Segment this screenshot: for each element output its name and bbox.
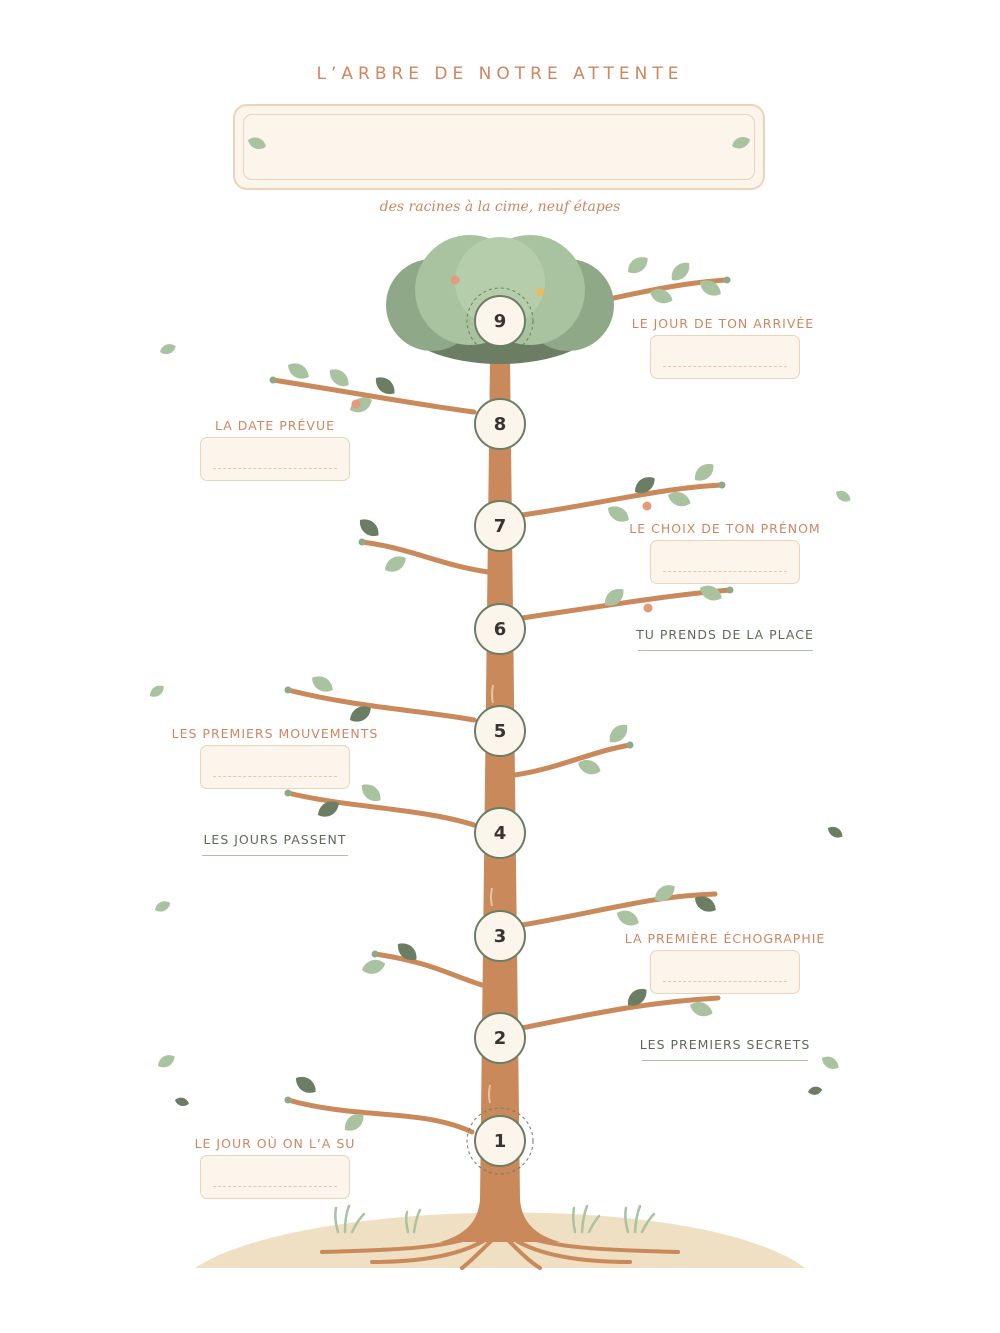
- field-dash: [213, 776, 337, 777]
- step-label-1: LE JOUR OÙ ON L’A SU: [194, 1136, 356, 1151]
- step-label-4: LES JOURS PASSENT: [203, 832, 347, 847]
- branches: [270, 277, 733, 1135]
- step-number-9: 9: [474, 295, 526, 347]
- step-label-6: TU PRENDS DE LA PLACE: [636, 627, 814, 642]
- step-line-2[interactable]: [642, 1060, 808, 1061]
- page-title: L’ARBRE DE NOTRE ATTENTE: [316, 64, 684, 84]
- step-label-3: LA PREMIÈRE ÉCHOGRAPHIE: [624, 931, 826, 946]
- name-banner-inner: [243, 114, 755, 180]
- step-number-2: 2: [474, 1012, 526, 1064]
- field-dash: [663, 366, 787, 367]
- step-field-9[interactable]: [650, 335, 800, 379]
- trunk: [440, 360, 560, 1242]
- field-dash: [663, 571, 787, 572]
- step-field-8[interactable]: [200, 437, 350, 481]
- step-label-8: LA DATE PRÉVUE: [215, 418, 335, 433]
- step-field-5[interactable]: [200, 745, 350, 789]
- halo-9: [466, 287, 534, 355]
- grass-icon: [334, 1204, 656, 1234]
- step-label-7: LE CHOIX DE TON PRÉNOM: [629, 521, 821, 536]
- step-number-5: 5: [474, 705, 526, 757]
- step-number-6: 6: [474, 603, 526, 655]
- branch-tips: [269, 276, 734, 1104]
- halo-1: [466, 1107, 534, 1175]
- field-dash: [663, 981, 787, 982]
- field-dash: [213, 1186, 337, 1187]
- step-number-7: 7: [474, 500, 526, 552]
- step-line-6[interactable]: [638, 650, 813, 651]
- step-number-1: 1: [474, 1115, 526, 1167]
- step-number-8: 8: [474, 398, 526, 450]
- step-field-1[interactable]: [200, 1155, 350, 1199]
- step-line-4[interactable]: [202, 855, 348, 856]
- step-field-7[interactable]: [650, 540, 800, 584]
- field-dash: [213, 468, 337, 469]
- name-banner[interactable]: [233, 104, 765, 190]
- step-number-4: 4: [474, 807, 526, 859]
- step-label-2: LES PREMIERS SECRETS: [639, 1037, 811, 1052]
- step-label-5: LES PREMIERS MOUVEMENTS: [171, 726, 379, 741]
- step-field-3[interactable]: [650, 950, 800, 994]
- step-number-3: 3: [474, 910, 526, 962]
- page-subtitle: des racines à la cime, neuf étapes: [379, 199, 621, 215]
- step-label-9: LE JOUR DE TON ARRIVÉE: [631, 316, 815, 331]
